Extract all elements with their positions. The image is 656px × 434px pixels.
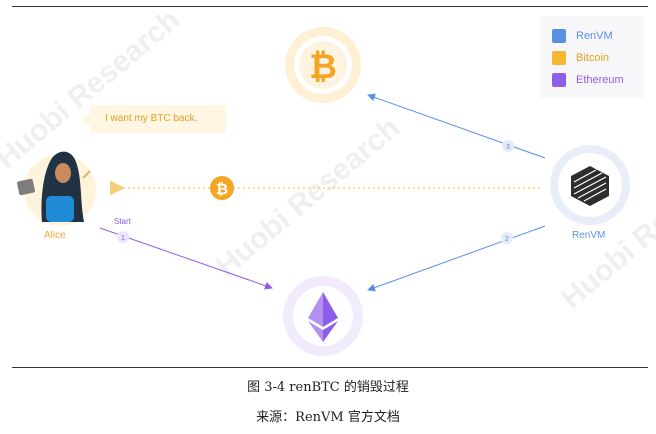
- figure-source: 来源：RenVM 官方文档: [256, 410, 400, 425]
- renvm-label: RenVM: [572, 230, 606, 241]
- btc-coin: ₿: [210, 176, 234, 200]
- speech-bubble-tail: [80, 114, 90, 126]
- ethereum-icon: [308, 292, 338, 342]
- legend-label: Ethereum: [576, 74, 624, 87]
- start-label: Start: [114, 217, 132, 226]
- bitcoin-node: ₿: [285, 27, 361, 103]
- bitcoin-icon: ₿: [216, 181, 228, 198]
- arrow-renvm-to-bitcoin: [367, 93, 546, 159]
- legend-swatch: [552, 29, 566, 44]
- legend-swatch: [552, 51, 566, 66]
- figure-caption: 图 3-4 renBTC 的销毁过程: [247, 380, 409, 395]
- bottom-rule: [12, 367, 648, 368]
- step-marker-1: 1: [117, 231, 129, 243]
- renbtc-burn-diagram: ₿: [17, 27, 630, 356]
- step-marker-2: 2: [501, 232, 513, 244]
- legend: RenVM Bitcoin Ethereum: [540, 16, 644, 98]
- legend-item-renvm: RenVM: [552, 28, 613, 44]
- step-marker-3: 3: [502, 140, 514, 152]
- ethereum-node: [283, 276, 363, 356]
- arrow-renvm-to-ethereum: [367, 225, 546, 292]
- legend-label: Bitcoin: [576, 52, 610, 65]
- alice-speech-bubble: I want my BTC back.: [90, 105, 226, 133]
- alice-label: Alice: [44, 230, 66, 241]
- renvm-icon: [571, 166, 609, 206]
- legend-item-bitcoin: Bitcoin: [552, 50, 609, 66]
- legend-label: RenVM: [576, 30, 613, 43]
- renvm-node: [550, 145, 630, 225]
- svg-text:3: 3: [506, 144, 510, 151]
- svg-text:1: 1: [121, 235, 125, 242]
- svg-text:2: 2: [505, 236, 509, 243]
- bitcoin-icon: ₿: [309, 48, 337, 86]
- legend-swatch: [552, 73, 566, 88]
- legend-item-ethereum: Ethereum: [552, 72, 624, 88]
- top-rule: [12, 6, 648, 7]
- alice-avatar: [17, 151, 96, 226]
